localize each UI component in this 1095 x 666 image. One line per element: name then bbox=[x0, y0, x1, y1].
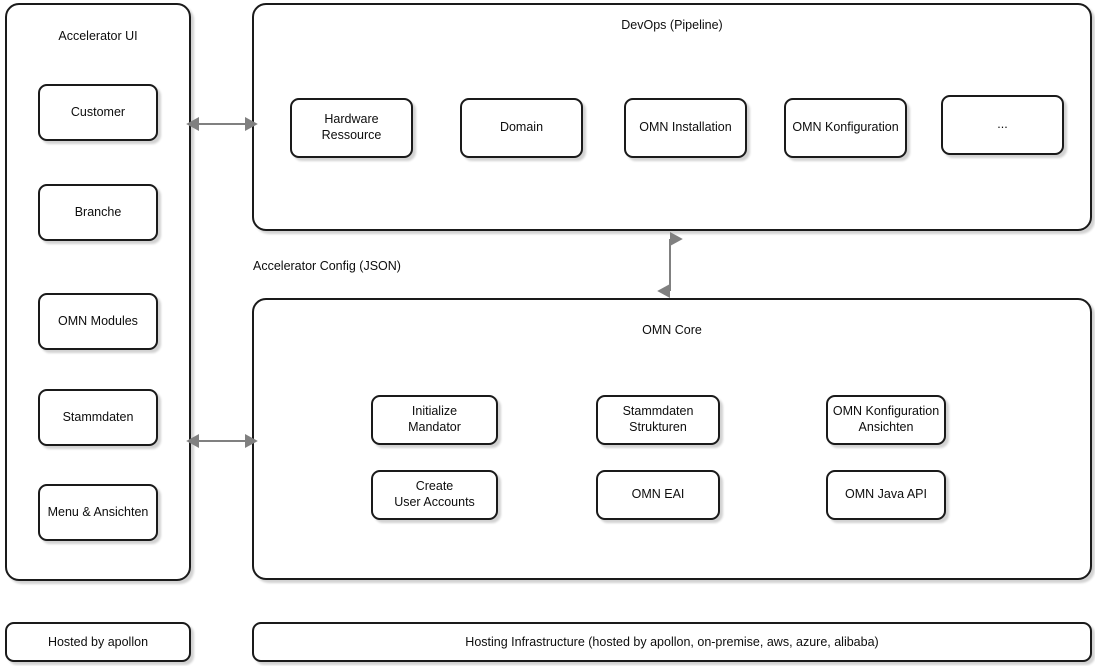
devops-node-more[interactable]: ... bbox=[941, 95, 1064, 155]
omn-core-node-omn-java-api[interactable]: OMN Java API bbox=[826, 470, 946, 520]
hosted-by-apollon-bar: Hosted by apollon bbox=[5, 622, 191, 662]
accelerator-config-json-label: Accelerator Config (JSON) bbox=[253, 259, 401, 273]
devops-node-omn-installation-label: OMN Installation bbox=[639, 120, 732, 135]
sidebar-item-omn-modules[interactable]: OMN Modules bbox=[38, 293, 158, 350]
hosting-infrastructure-bar: Hosting Infrastructure (hosted by apollo… bbox=[252, 622, 1092, 662]
sidebar-item-menu-ansichten-label: Menu & Ansichten bbox=[47, 504, 149, 519]
devops-pipeline-title: DevOps (Pipeline) bbox=[621, 18, 723, 32]
devops-node-domain-label: Domain bbox=[499, 120, 544, 135]
sidebar-item-menu-ansichten[interactable]: Menu & Ansichten bbox=[38, 484, 158, 541]
sidebar-item-customer[interactable]: Customer bbox=[38, 84, 158, 141]
omn-core-title: OMN Core bbox=[642, 323, 702, 337]
hosted-by-apollon-label: Hosted by apollon bbox=[47, 635, 149, 649]
omn-core-node-omn-eai[interactable]: OMN EAI bbox=[596, 470, 720, 520]
devops-node-more-label: ... bbox=[997, 117, 1008, 132]
devops-node-omn-konfiguration[interactable]: OMN Konfiguration bbox=[784, 98, 907, 158]
sidebar-item-branche-label: Branche bbox=[74, 204, 122, 219]
sidebar-item-omn-modules-label: OMN Modules bbox=[58, 313, 138, 328]
arrow-ui-to-omn-core bbox=[186, 429, 258, 453]
devops-node-omn-konfiguration-label: OMN Konfiguration bbox=[792, 120, 899, 135]
sidebar-item-stammdaten[interactable]: Stammdaten bbox=[38, 389, 158, 446]
sidebar-item-customer-label: Customer bbox=[70, 104, 126, 119]
sidebar-item-stammdaten-label: Stammdaten bbox=[62, 409, 134, 424]
sidebar-item-branche[interactable]: Branche bbox=[38, 184, 158, 241]
hosting-infrastructure-label: Hosting Infrastructure (hosted by apollo… bbox=[465, 635, 879, 649]
devops-node-domain[interactable]: Domain bbox=[460, 98, 583, 158]
devops-node-omn-installation[interactable]: OMN Installation bbox=[624, 98, 747, 158]
arrow-devops-to-omn-core bbox=[657, 231, 683, 299]
accelerator-ui-title: Accelerator UI bbox=[58, 29, 138, 43]
arrow-ui-to-devops bbox=[186, 112, 258, 136]
omn-core-node-omn-eai-label: OMN EAI bbox=[631, 487, 685, 502]
omn-core-node-omn-java-api-label: OMN Java API bbox=[845, 487, 927, 502]
